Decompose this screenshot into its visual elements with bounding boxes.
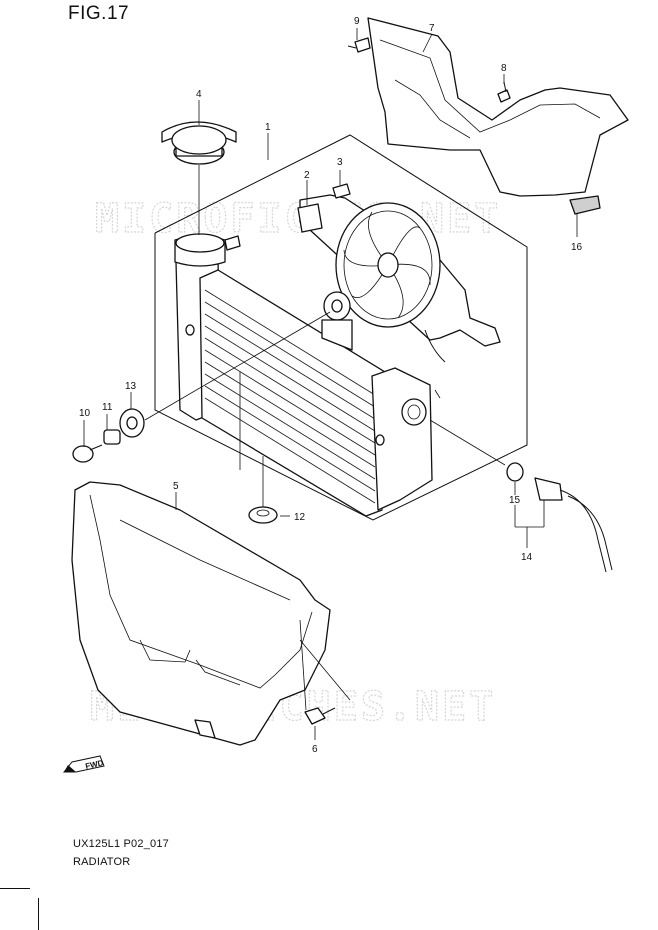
callout-9: 9 (354, 16, 360, 27)
assembly-box (154, 134, 528, 521)
part-10-bolt (72, 444, 103, 463)
callout-11: 11 (102, 402, 113, 413)
callout-7: 7 (429, 23, 435, 34)
part-8-screw (497, 81, 511, 103)
part-9-screw (347, 37, 371, 53)
figure-code: UX125L1 P02_017 (73, 838, 169, 850)
part-14-fan-switch (534, 477, 613, 573)
leader-lines (83, 28, 578, 740)
part-5-shroud (71, 481, 331, 746)
part-15-o-ring (506, 462, 524, 482)
radiator-fins (204, 289, 376, 504)
page-edge-mark (0, 888, 30, 889)
callout-4: 4 (196, 89, 202, 100)
part-12-grommet (248, 506, 278, 524)
projection-lines (144, 165, 506, 711)
callout-6: 6 (312, 744, 318, 755)
part-3-bolt (332, 183, 351, 199)
fwd-arrow-icon: FWD (62, 755, 105, 773)
callout-2: 2 (304, 170, 310, 181)
fwd-marker-label: FWD (85, 758, 105, 771)
part-4-radiator-cap (161, 121, 237, 165)
callout-12: 12 (294, 512, 306, 523)
callout-3: 3 (337, 157, 343, 168)
callout-16: 16 (571, 242, 583, 253)
radiator-core (174, 233, 433, 517)
figure-name: RADIATOR (73, 856, 131, 868)
callout-14: 14 (521, 552, 533, 563)
part-6-bolt (304, 707, 336, 725)
callout-1: 1 (265, 122, 271, 133)
part-2-bracket (297, 203, 323, 233)
page-edge-mark-vertical (38, 898, 39, 930)
part-11-collar (103, 429, 121, 445)
part-13-grommet (119, 408, 145, 438)
callout-labels: 1 2 3 4 5 6 7 8 9 10 11 12 13 14 15 16 (79, 16, 583, 755)
part-7-cover (367, 17, 629, 197)
callout-5: 5 (173, 481, 179, 492)
callout-10: 10 (79, 408, 91, 419)
callout-8: 8 (501, 63, 507, 74)
part-16-pad (569, 195, 601, 215)
watermark-top: MICROFICHES.NET (95, 196, 501, 242)
cooling-fan (299, 194, 501, 363)
figure-title: FIG.17 (68, 3, 130, 24)
callout-13: 13 (125, 381, 137, 392)
callout-15: 15 (509, 495, 521, 506)
